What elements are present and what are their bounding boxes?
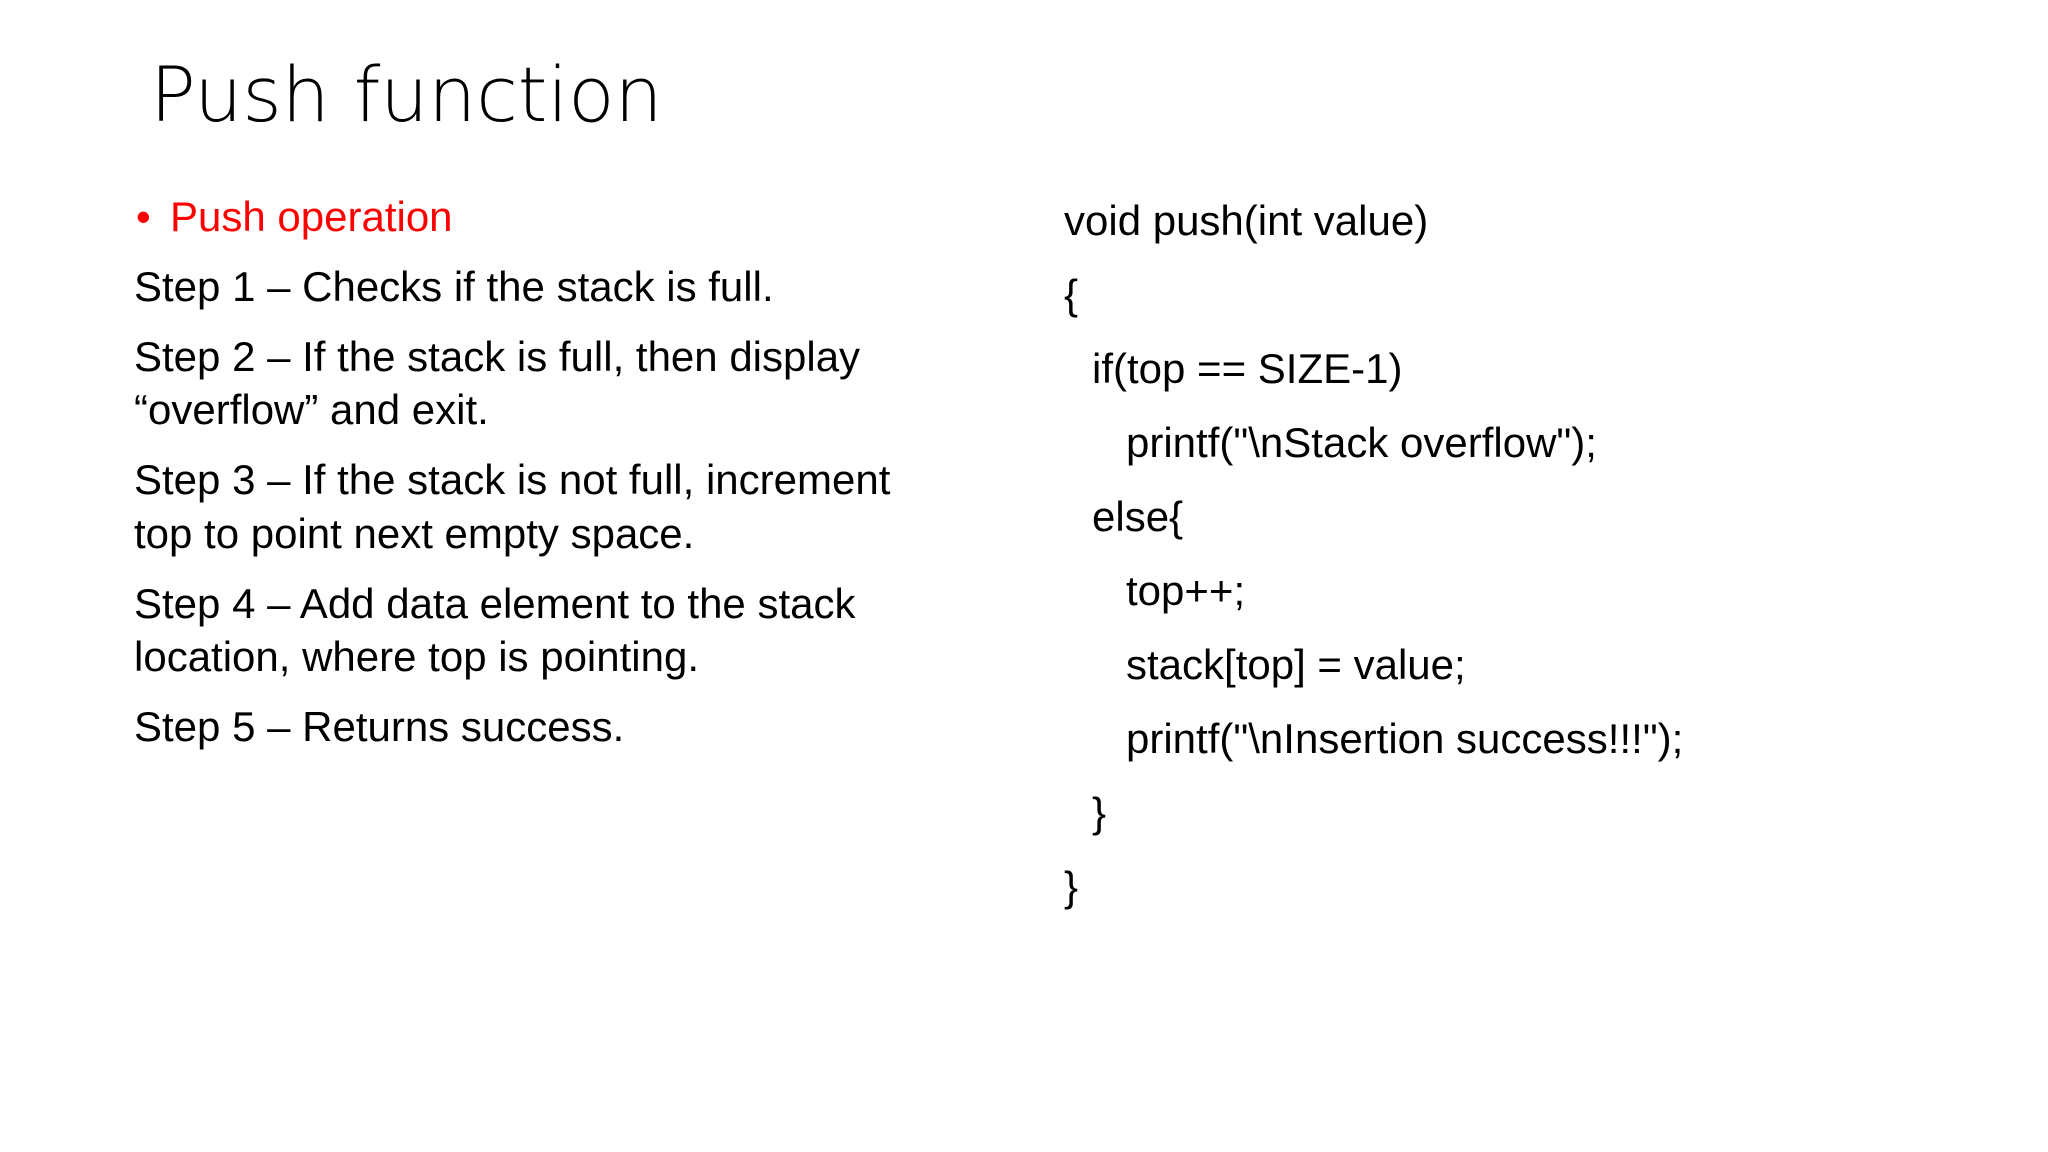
- step-item: Step 3 – If the stack is not full, incre…: [134, 456, 891, 557]
- step-item: Step 1 – Checks if the stack is full.: [134, 262, 774, 310]
- steps-column: • Push operation Step 1 – Checks if the …: [130, 190, 960, 770]
- code-column: void push(int value) { if(top == SIZE-1)…: [1064, 200, 1964, 940]
- code-line: stack[top] = value;: [1126, 641, 1466, 688]
- step-item: Step 2 – If the stack is full, then disp…: [134, 332, 861, 434]
- bullet-marker-icon: •: [136, 193, 151, 240]
- code-line: if(top == SIZE-1): [1092, 345, 1403, 392]
- code-line: }: [1064, 863, 1079, 910]
- code-line: top++;: [1126, 567, 1246, 614]
- step-item: Step 5 – Returns success.: [134, 703, 625, 750]
- page-title: Push function: [150, 50, 663, 139]
- code-line: void push(int value): [1064, 197, 1429, 244]
- code-line: printf("\nInsertion success!!!");: [1126, 715, 1684, 762]
- push-operation-bullet: • Push operation: [130, 190, 960, 244]
- code-line: }: [1092, 789, 1107, 836]
- push-operation-label: Push operation: [170, 193, 453, 240]
- code-line: else{: [1092, 493, 1184, 540]
- code-line: {: [1064, 271, 1079, 318]
- code-line: printf("\nStack overflow");: [1126, 419, 1597, 466]
- step-item: Step 4 – Add data element to the stack l…: [134, 579, 856, 681]
